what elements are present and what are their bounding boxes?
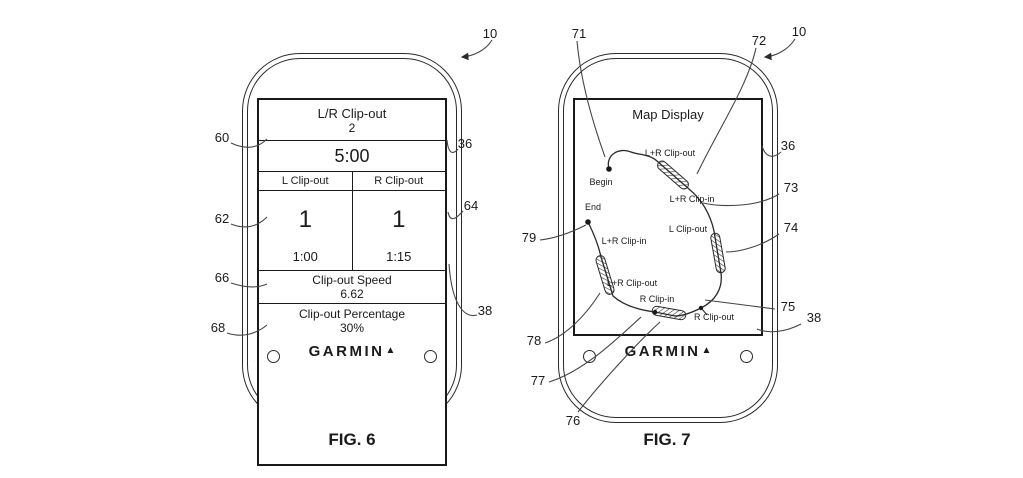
leader-10-fig6 xyxy=(460,39,493,61)
fig6-right-button xyxy=(424,350,437,363)
ref-62: 62 xyxy=(214,211,230,226)
clip-segment-left-hatch xyxy=(595,255,615,295)
ref-36-fig7: 36 xyxy=(780,138,796,153)
fig6-right-time: 1:15 xyxy=(386,249,412,264)
begin-label: Begin xyxy=(589,177,612,187)
ref-38-fig7: 38 xyxy=(806,310,822,325)
ref-75: 75 xyxy=(780,299,796,314)
left-clipin-label: L+R Clip-in xyxy=(602,236,647,246)
fig6-screen-title: L/R Clip-out xyxy=(317,105,387,121)
fig6-right-column: R Clip-out 1 1:15 xyxy=(352,172,445,270)
fig6-left-time: 1:00 xyxy=(292,249,318,264)
fig6-right-column-label: R Clip-out xyxy=(352,172,445,191)
fig7-caption: FIG. 7 xyxy=(643,430,691,449)
ref-76: 76 xyxy=(565,413,581,428)
l-clipout-label: L Clip-out xyxy=(669,224,708,234)
fig6-total-time: 5:00 xyxy=(259,141,445,172)
fig6-speed-value: 6.62 xyxy=(340,287,364,301)
fig6-caption: FIG. 6 xyxy=(328,430,376,449)
end-label: End xyxy=(585,202,601,212)
r-clipout-label: R Clip-out xyxy=(694,312,735,322)
ref-79: 79 xyxy=(521,230,537,245)
fig6-percent-value: 30% xyxy=(339,321,365,335)
r-clipin-dot xyxy=(652,309,658,315)
fig6-garmin-wordmark: GARMIN xyxy=(308,343,385,360)
top-clipout-label: L+R Clip-out xyxy=(645,148,696,158)
garmin-delta-icon: ▲ xyxy=(701,345,712,356)
fig6-left-column: L Clip-out 1 1:00 xyxy=(259,172,353,270)
ref-36-fig6: 36 xyxy=(457,136,473,151)
clip-segment-top-hatch xyxy=(657,160,689,190)
ref-74: 74 xyxy=(783,220,799,235)
ref-64: 64 xyxy=(463,198,479,213)
fig6-garmin-logo: GARMIN▲ xyxy=(243,343,461,360)
ref-60: 60 xyxy=(214,130,230,145)
fig6-clipout-count: 2 xyxy=(348,120,356,135)
ref-66: 66 xyxy=(214,270,230,285)
fig6-left-column-label: L Clip-out xyxy=(259,172,352,191)
fig7-screen: Map Display xyxy=(573,98,763,336)
ref-10-fig6: 10 xyxy=(482,26,498,41)
fig6-columns: L Clip-out 1 1:00 R Clip-out 1 1:15 xyxy=(259,172,445,271)
fig6-speed-row: Clip-out Speed 6.62 xyxy=(259,271,445,304)
fig6-percent-row: Clip-out Percentage 30% xyxy=(259,304,445,338)
ref-72: 72 xyxy=(751,33,767,48)
fig6-left-button xyxy=(267,350,280,363)
ref-10-fig7: 10 xyxy=(791,24,807,39)
r-clipout-connector xyxy=(701,308,708,316)
right-clipin-label: L+R Clip-in xyxy=(670,194,715,204)
ref-78: 78 xyxy=(526,333,542,348)
ref-71: 71 xyxy=(571,26,587,41)
device-fig6: L/R Clip-out 2 5:00 L Clip-out 1 1:00 R … xyxy=(242,53,462,466)
route-path xyxy=(587,149,722,317)
clip-segment-bottom-hatch xyxy=(651,305,687,321)
fig7-screen-title: Map Display xyxy=(632,106,704,122)
fig6-left-count: 1 xyxy=(298,206,312,233)
device-fig7: Map Display xyxy=(558,53,778,423)
begin-dot xyxy=(606,166,612,172)
ref-38-fig6: 38 xyxy=(477,303,493,318)
fig7-left-button xyxy=(583,350,596,363)
fig7-route-map: Begin End L+R Clip-out L+R Clip-in L Cli… xyxy=(585,148,735,322)
fig6-speed-label: Clip-out Speed xyxy=(312,273,392,287)
fig7-garmin-wordmark: GARMIN xyxy=(624,343,701,360)
r-clipin-label: R Clip-in xyxy=(640,294,675,304)
fig7-right-button xyxy=(740,350,753,363)
garmin-delta-icon: ▲ xyxy=(385,345,396,356)
fig6-right-count: 1 xyxy=(392,206,406,233)
ref-77: 77 xyxy=(530,373,546,388)
clip-segment-right-hatch xyxy=(710,232,726,274)
ref-68: 68 xyxy=(210,320,226,335)
left-clipout-label: L+R Clip-out xyxy=(607,278,658,288)
fig6-percent-label: Clip-out Percentage xyxy=(298,307,406,321)
fig6-screen: L/R Clip-out 2 5:00 L Clip-out 1 1:00 R … xyxy=(257,98,447,466)
end-dot xyxy=(585,219,591,225)
fig6-header-cell: L/R Clip-out 2 xyxy=(259,100,445,141)
ref-73: 73 xyxy=(783,180,799,195)
